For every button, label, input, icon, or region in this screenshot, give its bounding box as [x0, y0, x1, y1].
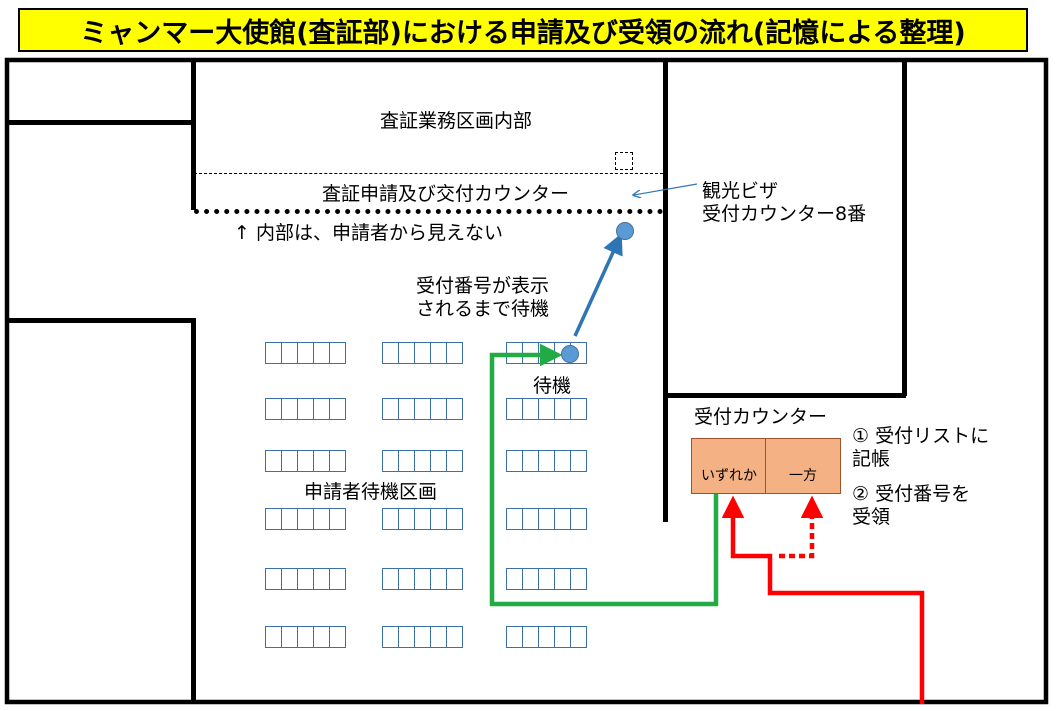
seat-row	[382, 342, 463, 364]
seat	[446, 450, 463, 472]
inner-not-visible-label: ↑ 内部は、申請者から見えない	[234, 222, 503, 244]
seat-row	[506, 626, 587, 648]
seat	[446, 568, 463, 590]
seat-row	[506, 508, 587, 530]
wall-inner-left	[191, 60, 196, 210]
reception-counter-label: 受付カウンター	[694, 406, 828, 428]
person-marker-icon	[561, 345, 579, 363]
wall-right-room-bottom	[665, 393, 906, 398]
seat-row	[382, 508, 463, 530]
red-dashed-flow-path	[779, 495, 824, 559]
seat	[446, 342, 463, 364]
seat	[446, 398, 463, 420]
seat	[329, 342, 346, 364]
seat-row	[506, 568, 587, 590]
seat-row	[265, 398, 346, 420]
wall-center	[663, 60, 668, 522]
seat-row	[382, 626, 463, 648]
seat-row	[506, 450, 587, 472]
tourist-visa-pointer	[634, 183, 698, 195]
seat-row	[382, 568, 463, 590]
step2-label: ② 受付番号を 受領	[852, 483, 971, 528]
seat	[329, 626, 346, 648]
seat	[570, 568, 587, 590]
seat	[329, 508, 346, 530]
seat-row	[265, 508, 346, 530]
seat	[329, 568, 346, 590]
seat	[570, 508, 587, 530]
inner-area-label: 査証業務区画内部	[380, 110, 533, 132]
wait-until-number-label: 受付番号が表示 されるまで待機	[416, 275, 550, 320]
diagram-title: ミャンマー大使館(査証部)における申請及び受領の流れ(記憶による整理)	[18, 8, 1028, 52]
seat-row	[265, 626, 346, 648]
seat-row	[265, 342, 346, 364]
seat-row	[382, 398, 463, 420]
seat	[329, 450, 346, 472]
counter-window-marker	[615, 152, 633, 170]
seat-row	[506, 398, 587, 420]
counter-dashed-line	[194, 173, 663, 174]
green-flow-path	[489, 343, 719, 607]
counter-right-label: 一方	[789, 468, 817, 484]
wall-right-room	[902, 60, 907, 396]
tourist-visa-label: 観光ビザ 受付カウンター8番	[702, 180, 867, 225]
application-counter-label: 査証申請及び交付カウンター	[322, 183, 570, 205]
wall-left-lower	[191, 320, 196, 704]
reception-counter-right: 一方	[765, 438, 841, 494]
seat-row	[265, 450, 346, 472]
step1-label: ① 受付リストに 記帳	[852, 425, 990, 470]
seat-row	[265, 568, 346, 590]
wait-label: 待機	[533, 375, 572, 397]
seat-row	[382, 450, 463, 472]
red-flow-path	[721, 495, 925, 704]
seat	[446, 508, 463, 530]
seat	[446, 626, 463, 648]
wall-left-room-bottom	[7, 318, 196, 323]
counter-dotted-barrier	[194, 209, 663, 214]
seat	[329, 398, 346, 420]
blue-arrow	[573, 233, 623, 337]
wall-top-left-room	[7, 120, 194, 125]
seat	[570, 450, 587, 472]
waiting-area-label: 申請者待機区画	[304, 481, 438, 503]
seat	[570, 398, 587, 420]
person-marker-icon	[616, 222, 634, 240]
seat	[570, 626, 587, 648]
counter-left-label: いずれか	[701, 468, 757, 484]
